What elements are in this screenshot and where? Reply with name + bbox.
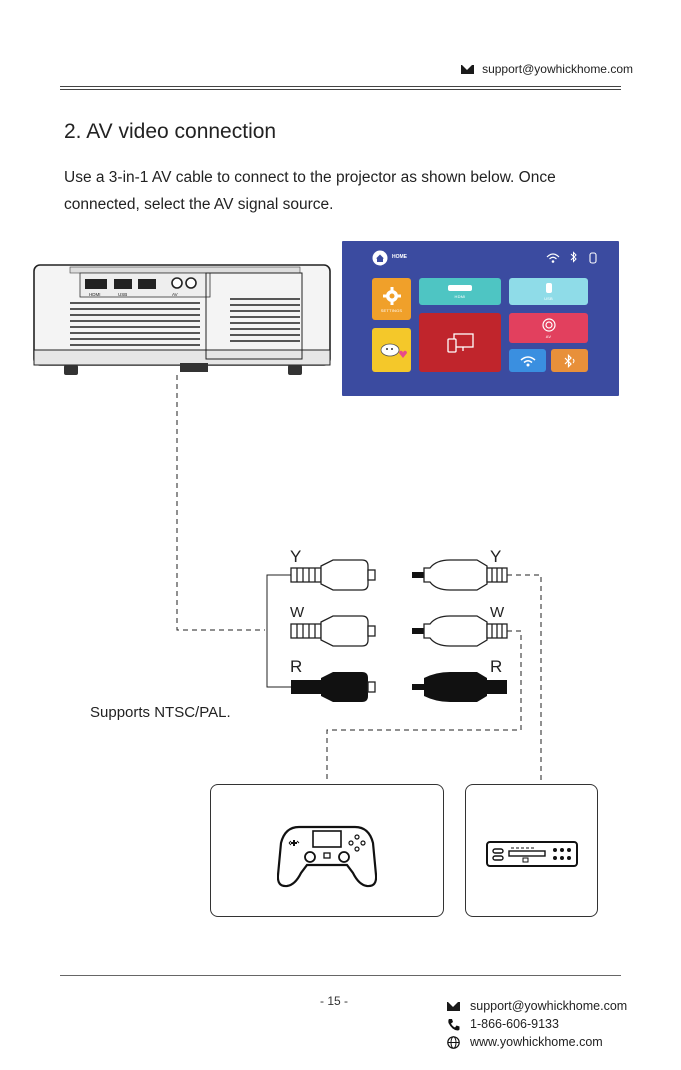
footer-website[interactable]: www.yowhickhome.com: [470, 1033, 603, 1051]
label-left-r: R: [290, 657, 302, 676]
port-label-usb: USB: [118, 292, 127, 297]
tile-hdmi[interactable]: HDMI: [419, 278, 501, 305]
label-right-w: W: [490, 604, 505, 621]
left-plug-r: [291, 672, 375, 702]
label-left-w: W: [290, 604, 305, 621]
screen-mirror-icon: [445, 332, 475, 354]
game-console-box: [210, 784, 444, 917]
header-contact: support@yowhickhome.com: [461, 62, 633, 76]
label-left-y: Y: [290, 547, 301, 566]
left-plug-y: [291, 560, 375, 590]
header-email[interactable]: support@yowhickhome.com: [482, 62, 633, 76]
format-note: Supports NTSC/PAL.: [90, 704, 231, 721]
home-label: HOME: [392, 254, 407, 260]
home-icon: [372, 250, 388, 266]
label-right-r: R: [490, 657, 502, 676]
footer-divider: [60, 975, 621, 976]
phone-icon: [447, 1018, 460, 1031]
tile-settings-label: SETTINGS: [381, 308, 403, 313]
footer-email-row: support@yowhickhome.com: [446, 997, 627, 1015]
gamepad-icon: [277, 823, 377, 889]
footer-phone-row: 1-866-606-9133: [446, 1015, 627, 1033]
footer-email[interactable]: support@yowhickhome.com: [470, 997, 627, 1015]
av-icon: [542, 318, 556, 332]
hdmi-icon: [447, 284, 473, 292]
dvd-player-box: [465, 784, 598, 917]
footer-website-row: www.yowhickhome.com: [446, 1033, 627, 1051]
cat-heart-icon: [377, 338, 407, 362]
footer-contact: support@yowhickhome.com 1-866-606-9133 w…: [446, 997, 627, 1051]
section-intro: Use a 3-in-1 AV cable to connect to the …: [64, 164, 604, 218]
label-right-y: Y: [490, 547, 501, 566]
usb-icon: [545, 282, 553, 294]
globe-icon: [447, 1036, 460, 1049]
gear-icon: [382, 286, 402, 306]
tile-settings[interactable]: SETTINGS: [372, 278, 411, 320]
port-label-av: AV: [172, 292, 178, 297]
section-title: 2. AV video connection: [64, 120, 276, 144]
envelope-icon: [461, 65, 474, 74]
port-label-hdmi: HDMI: [89, 292, 101, 297]
page-number: - 15 -: [320, 994, 348, 1008]
tile-hdmi-label: HDMI: [454, 294, 465, 299]
tile-av[interactable]: AV: [509, 313, 588, 343]
header-divider: [60, 86, 621, 90]
footer-phone[interactable]: 1-866-606-9133: [470, 1015, 559, 1033]
envelope-icon: [447, 1002, 460, 1011]
tile-usb-label: USB: [544, 296, 553, 301]
tile-usb[interactable]: USB: [509, 278, 588, 305]
dvd-player-icon: [485, 840, 581, 870]
av-cable-diagram: Y W R Y W R: [0, 360, 681, 800]
tile-av-label: AV: [546, 334, 551, 339]
status-icons: [546, 251, 610, 265]
right-plug-r: [412, 672, 507, 702]
